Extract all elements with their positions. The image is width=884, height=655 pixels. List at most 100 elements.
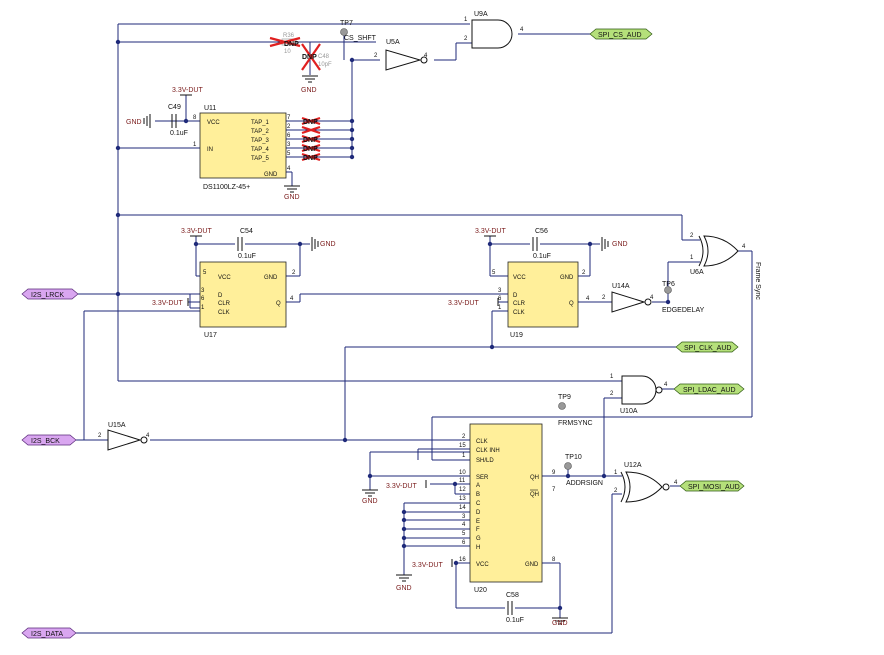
svg-text:Q: Q [276, 301, 281, 307]
svg-text:3.3V-DUT: 3.3V-DUT [412, 562, 443, 569]
svg-text:1: 1 [464, 17, 468, 23]
svg-text:GND: GND [301, 87, 317, 94]
cap-c54: C54 0.1uF [237, 228, 256, 260]
svg-text:0.1uF: 0.1uF [238, 253, 256, 260]
svg-text:1: 1 [610, 374, 614, 380]
svg-text:2: 2 [374, 53, 378, 59]
svg-text:DNP: DNP [284, 41, 299, 48]
svg-text:VCC: VCC [476, 562, 489, 568]
svg-text:VCC: VCC [218, 275, 231, 281]
dnp-taps: DNP DNP DNP DNP [301, 116, 321, 162]
svg-text:12: 12 [459, 487, 466, 493]
svg-text:2: 2 [464, 36, 468, 42]
svg-text:3: 3 [462, 514, 466, 520]
svg-text:IN: IN [207, 147, 213, 153]
net-edgedelay: EDGEDELAY [662, 307, 705, 314]
offpage-spi-ldac[interactable]: SPI_LDAC_AUD [673, 383, 745, 395]
svg-text:SER: SER [476, 475, 489, 481]
svg-text:SPI_LDAC_AUD: SPI_LDAC_AUD [683, 387, 736, 394]
svg-text:GND: GND [552, 620, 568, 627]
gate-u12a: U12A 1 2 4 [614, 462, 678, 503]
svg-text:8: 8 [193, 115, 197, 121]
svg-text:U5A: U5A [386, 39, 400, 46]
svg-text:F: F [476, 527, 480, 533]
svg-text:A: A [476, 483, 480, 489]
svg-text:3.3V-DUT: 3.3V-DUT [448, 300, 479, 307]
svg-text:5: 5 [462, 531, 466, 537]
offpage-spi-clk[interactable]: SPI_CLK_AUD [675, 341, 739, 353]
svg-text:GND: GND [264, 172, 278, 178]
svg-text:3.3V-DUT: 3.3V-DUT [172, 87, 203, 94]
svg-text:D: D [218, 293, 223, 299]
svg-text:0.1uF: 0.1uF [506, 617, 524, 624]
svg-text:3.3V-DUT: 3.3V-DUT [152, 300, 183, 307]
offpage-i2s-data[interactable]: I2S_DATA [21, 627, 77, 639]
svg-text:E: E [476, 519, 480, 525]
svg-text:6: 6 [201, 296, 205, 302]
power-labels: 3.3V-DUT 3.3V-DUT 3.3V-DUT 3.3V-DUT 3.3V… [152, 87, 506, 569]
svg-text:QH: QH [530, 492, 539, 498]
offpage-spi-mosi[interactable]: SPI_MOSI_AUD [679, 480, 745, 492]
svg-text:U14A: U14A [612, 283, 630, 290]
offpage-i2s-bck[interactable]: I2S_BCK [21, 434, 77, 446]
svg-text:TAP_5: TAP_5 [251, 156, 270, 162]
svg-text:CLK: CLK [513, 310, 525, 316]
svg-text:C56: C56 [535, 228, 548, 235]
chip-u11: U11 DS1100LZ-45+ VCC IN TAP_1 TAP_2 TAP_… [193, 105, 291, 191]
svg-text:2: 2 [614, 488, 618, 494]
svg-text:5: 5 [203, 270, 207, 276]
svg-text:GND: GND [320, 241, 336, 248]
svg-text:4: 4 [287, 166, 291, 172]
svg-text:16: 16 [459, 557, 466, 563]
svg-text:C54: C54 [240, 228, 253, 235]
svg-text:TAP_3: TAP_3 [251, 138, 270, 144]
svg-text:CLR: CLR [513, 301, 526, 307]
offpage-spi-cs[interactable]: SPI_CS_AUD [589, 28, 653, 40]
svg-text:CLK: CLK [218, 310, 230, 316]
testpoints: TP7 TP6 TP9 TP10 [340, 20, 675, 470]
svg-text:3.3V-DUT: 3.3V-DUT [181, 228, 212, 235]
svg-text:GND: GND [362, 498, 378, 505]
svg-text:GND: GND [396, 585, 412, 592]
svg-text:7: 7 [287, 115, 291, 121]
svg-text:1: 1 [462, 453, 466, 459]
svg-text:1: 1 [614, 470, 618, 476]
gate-u9a: U9A 1 2 4 [464, 11, 524, 49]
svg-text:3: 3 [287, 142, 291, 148]
svg-text:VCC: VCC [207, 120, 220, 126]
svg-text:U9A: U9A [474, 11, 488, 18]
svg-text:D: D [476, 510, 481, 516]
svg-text:1: 1 [193, 142, 197, 148]
svg-text:2: 2 [287, 124, 291, 130]
svg-text:DNP: DNP [303, 155, 318, 162]
gate-u14a: U14A 2 4 [602, 283, 654, 313]
svg-text:CLR: CLR [218, 301, 231, 307]
svg-text:GND: GND [560, 275, 574, 281]
net-labels: CS_SHFT EDGEDELAY FRMSYNC ADDRSIGN Frame… [344, 35, 761, 487]
svg-text:I2S_BCK: I2S_BCK [31, 438, 60, 445]
svg-text:1: 1 [498, 305, 502, 311]
svg-text:G: G [476, 536, 481, 542]
svg-text:4: 4 [424, 53, 428, 59]
u11-ref: U11 [204, 105, 216, 112]
svg-text:U12A: U12A [624, 462, 642, 469]
gnd-symbols: GND GND GND GND GND GND GND GND [126, 75, 628, 627]
cap-c58: C58 0.1uF [506, 592, 524, 624]
svg-text:U10A: U10A [620, 408, 638, 415]
svg-text:4: 4 [650, 295, 654, 301]
offpage-i2s-lrck[interactable]: I2S_LRCK [21, 288, 118, 300]
svg-text:13: 13 [459, 496, 466, 502]
svg-text:6: 6 [462, 540, 466, 546]
svg-text:11: 11 [459, 478, 466, 484]
svg-text:2: 2 [610, 391, 614, 397]
svg-text:I2S_DATA: I2S_DATA [31, 631, 63, 638]
svg-text:DNP: DNP [303, 146, 318, 153]
svg-text:SPI_CLK_AUD: SPI_CLK_AUD [684, 345, 731, 352]
svg-text:2: 2 [690, 233, 694, 239]
svg-text:5: 5 [492, 270, 496, 276]
svg-text:D: D [513, 293, 518, 299]
junction-dots [115, 39, 671, 611]
net-frmsync: FRMSYNC [558, 420, 593, 427]
svg-text:1: 1 [201, 305, 205, 311]
svg-text:8: 8 [552, 557, 556, 563]
